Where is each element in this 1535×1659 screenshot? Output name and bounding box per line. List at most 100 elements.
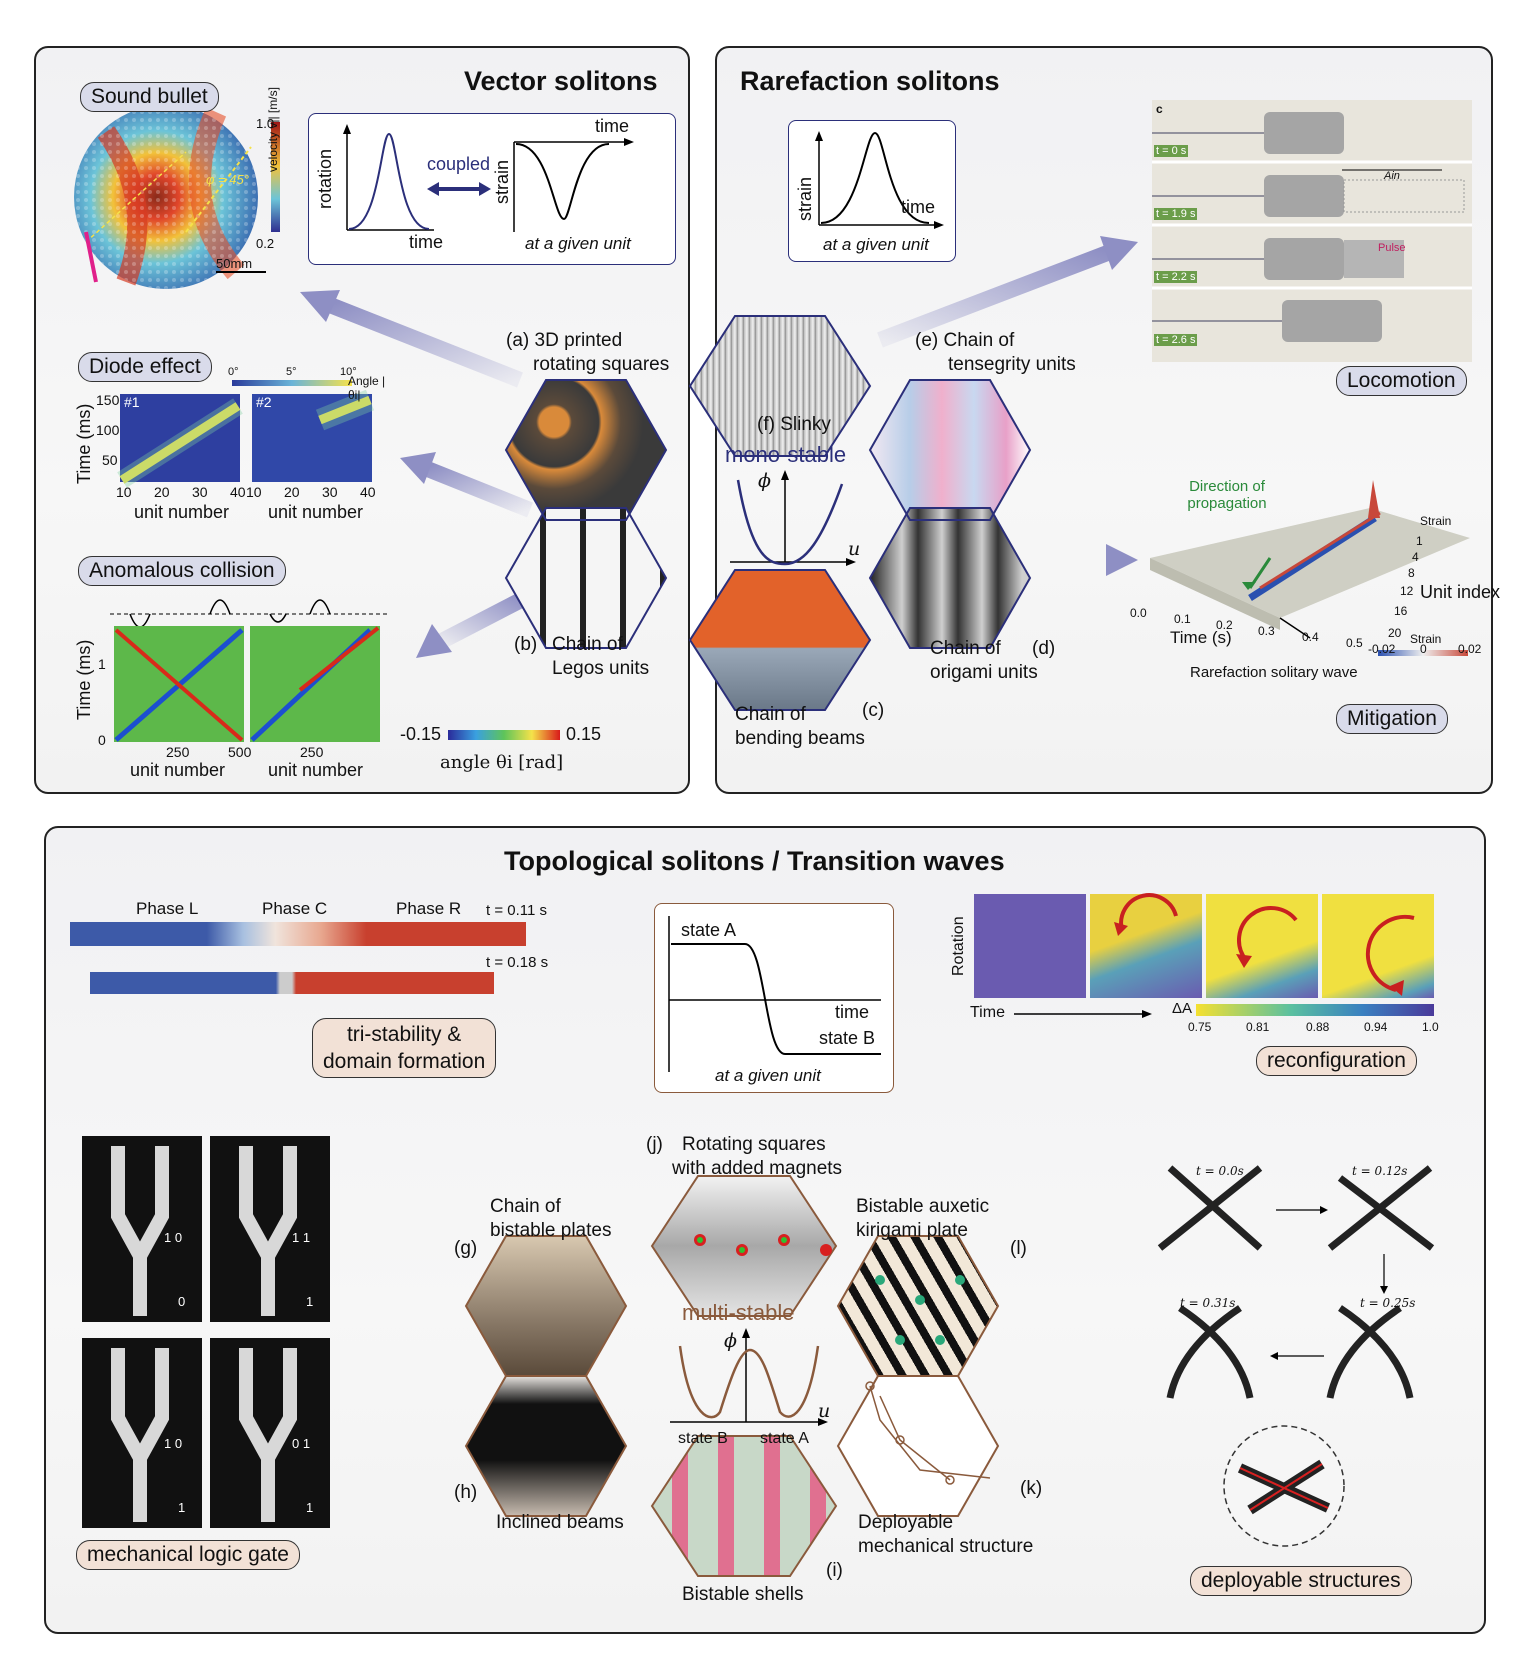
diode-x1-20: 20 <box>154 484 170 500</box>
reconf-tick-1: 0.81 <box>1246 1020 1270 1034</box>
reconf-tick-4: 1.0 <box>1422 1020 1439 1034</box>
deployable-frames <box>1157 1165 1435 1547</box>
label-j-tag: (j) <box>646 1134 663 1155</box>
diode-cbar-2: 10° <box>340 366 357 378</box>
arrow-to-mitigation <box>1080 544 1138 576</box>
topological-title: Topological solitons / Transition waves <box>504 846 1005 876</box>
tri-t1: t = 0.11 s <box>486 902 548 919</box>
loco-t2: t = 2.2 s <box>1154 271 1198 283</box>
mit-wave-label: Rarefaction solitary wave <box>1190 664 1358 681</box>
multi-phi: ϕ <box>724 1330 737 1352</box>
tristability-figure: Phase L Phase C Phase R t = 0.11 s t = 0… <box>66 896 548 1006</box>
label-f: (f) Slinky <box>757 414 831 435</box>
topo-inset: state A time state B at a given unit <box>654 903 894 1093</box>
deployable-sketch <box>865 1381 991 1485</box>
label-i-tag: (i) <box>826 1560 843 1581</box>
chain-1 <box>70 922 526 946</box>
label-l1: Bistable auxetic <box>856 1196 990 1217</box>
mit-t3: 0.3 <box>1258 624 1275 638</box>
reconf-frame-2 <box>1090 894 1202 998</box>
arrow-to-anomalous <box>416 590 529 658</box>
label-b-text1: Chain of <box>552 634 623 655</box>
diode-xlabel1: unit number <box>134 502 230 522</box>
ri-at-unit: at a given unit <box>823 235 929 254</box>
vi-coupled: coupled <box>427 154 491 174</box>
mitigation-label: Mitigation <box>1336 704 1448 734</box>
gate-in-1: 1 0 <box>164 1230 183 1245</box>
label-k-tag: (k) <box>1020 1478 1043 1499</box>
diode-plots <box>117 380 375 488</box>
label-b-text2: Legos units <box>552 658 650 679</box>
angle-cbar-label: angle θi [rad] <box>440 752 564 773</box>
reconf-time: Time <box>970 1004 1005 1021</box>
anomalous-figure: 1 0 Time (ms) 250 500 250 unit number un… <box>70 590 400 780</box>
sound-bullet-figure: Sound bullet 1.0 0.2 velocity v|| [m/s] … <box>66 82 296 292</box>
mono-u: u <box>848 538 861 560</box>
label-k1: Deployable <box>858 1512 954 1533</box>
diode-x2-10: 10 <box>246 484 262 500</box>
gate-out-1: 0 <box>178 1294 186 1309</box>
deployable-label: deployable structures <box>1190 1566 1412 1596</box>
sound-bullet-label: Sound bullet <box>80 82 219 112</box>
diode-tag1: #1 <box>124 394 140 410</box>
vi-at-unit: at a given unit <box>525 234 631 253</box>
chain-2 <box>90 972 494 994</box>
mitigation-surface <box>1150 480 1470 656</box>
deploy-t3: t = 0.25s <box>1360 1296 1416 1310</box>
angle-cbar-max: 0.15 <box>566 724 602 744</box>
multi-state-b: state B <box>678 1430 728 1447</box>
diode-effect-label: Diode effect <box>78 352 212 382</box>
label-d1: Chain of <box>930 638 1001 659</box>
anomalous-plots <box>110 599 390 742</box>
phase-c: Phase C <box>262 899 328 918</box>
loco-t0: t = 0 s <box>1154 145 1189 157</box>
label-d2: origami units <box>930 662 1038 683</box>
reconf-tick-3: 0.94 <box>1364 1020 1388 1034</box>
mit-cbar-min: -0.02 <box>1368 642 1396 656</box>
anom-xlabel2: unit number <box>268 760 364 780</box>
tri-t2: t = 0.18 s <box>486 954 549 971</box>
anom-x1-500: 500 <box>228 744 252 760</box>
label-mono-stable: mono-stable <box>725 442 847 467</box>
mit-t1: 0.1 <box>1174 612 1191 626</box>
diode-x2-40: 40 <box>360 484 376 500</box>
reconf-da: ΔA <box>1172 1000 1193 1017</box>
deployable-figure: t = 0.0s t = 0.12s t = 0.31s t = 0.25s <box>1150 1148 1466 1548</box>
label-e: (e) Chain of <box>915 330 1015 351</box>
gate-out-2: 1 <box>306 1294 314 1309</box>
loco-pulse: Pulse <box>1378 242 1406 254</box>
label-j1: Rotating squares <box>682 1134 826 1155</box>
loco-tag: c <box>1156 102 1163 116</box>
mit-cbar-max: 0.02 <box>1458 642 1482 656</box>
mit-t0: 0.0 <box>1130 606 1147 620</box>
label-a: (a) 3D printed <box>506 330 623 351</box>
angle-cbar-min: -0.15 <box>400 724 442 744</box>
sb-cbar-min: 0.2 <box>256 236 275 251</box>
mit-u8: 8 <box>1408 566 1415 580</box>
gate-out-4: 1 <box>306 1500 314 1515</box>
diode-xlabel2: unit number <box>268 502 364 522</box>
gate-channels <box>111 1146 297 1522</box>
label-h-tag: (h) <box>454 1482 478 1503</box>
label-g1: Chain of <box>490 1196 561 1217</box>
diode-tag2: #2 <box>256 394 272 410</box>
gate-in-4: 0 1 <box>292 1436 311 1451</box>
reconf-tick-0: 0.75 <box>1188 1020 1212 1034</box>
topo-inset-plot <box>668 916 881 1072</box>
diode-cbar-0: 0° <box>228 366 239 378</box>
deploy-t2: t = 0.31s <box>1180 1296 1236 1310</box>
mit-time-label: Time (s) <box>1170 628 1232 647</box>
mit-unit-index: Unit index <box>1420 582 1501 602</box>
mono-stable-potential <box>730 470 856 566</box>
mit-u1: 1 <box>1416 534 1423 548</box>
diode-x2-30: 30 <box>322 484 338 500</box>
arrow-to-diode <box>400 452 533 518</box>
multi-stable-potential <box>670 1328 828 1426</box>
label-j2: with added magnets <box>672 1158 843 1179</box>
ti-state-a: state A <box>681 920 737 940</box>
mit-direction: Direction of propagation <box>1187 478 1267 512</box>
reconf-arrows <box>1014 893 1434 1018</box>
anomalous-collision-label: Anomalous collision <box>78 556 286 586</box>
tri-line1: tri-stability & <box>346 1023 462 1046</box>
logic-gate-label: mechanical logic gate <box>76 1540 300 1570</box>
